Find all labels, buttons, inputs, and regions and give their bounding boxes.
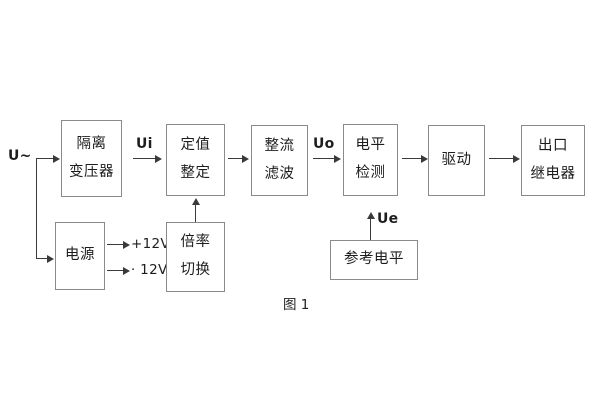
block-output-relay[interactable]: 出口 继电器 — [521, 125, 585, 196]
signal-label-supply-positive: +12V — [131, 236, 170, 252]
block-multiplier-switch-line-1: 倍率 — [180, 234, 211, 251]
signal-label-ue: Ue — [377, 211, 399, 227]
block-isolation-transformer[interactable]: 隔离 变压器 — [61, 120, 122, 197]
block-isolation-transformer-line-1: 隔离 — [76, 135, 107, 152]
arrow-power-supply-positive-rail — [123, 240, 130, 249]
block-setpoint-setting-line-2: 整定 — [180, 165, 211, 181]
arrow-transformer-to-setpoint — [155, 154, 162, 163]
block-output-relay-line-2: 继电器 — [530, 165, 576, 182]
signal-label-supply-negative: · 12V — [131, 262, 168, 278]
block-multiplier-switch-line-2: 切换 — [180, 262, 211, 278]
block-multiplier-switch[interactable]: 倍率 切换 — [166, 222, 225, 292]
block-setpoint-setting[interactable]: 定值 整定 — [166, 124, 225, 196]
block-output-relay-line-1: 出口 — [538, 137, 568, 154]
figure-caption: 图 1 — [283, 297, 310, 313]
block-isolation-transformer-line-2: 变压器 — [69, 163, 114, 180]
block-level-detection[interactable]: 电平 检测 — [343, 124, 398, 196]
block-reference-level[interactable]: 参考电平 — [330, 240, 418, 280]
wire-reference-level-to-level-detection — [370, 218, 372, 240]
block-level-detection-line-1: 电平 — [355, 137, 386, 154]
wire-rectifier-to-level-detection — [313, 158, 335, 160]
signal-label-uo: Uo — [313, 136, 335, 152]
wire-input-branch-vertical — [36, 158, 38, 258]
block-drive-line-1: 驱动 — [441, 151, 472, 168]
signal-label-ui: Ui — [136, 136, 153, 152]
wire-power-supply-negative-rail — [107, 270, 124, 272]
wire-power-supply-positive-rail — [107, 244, 124, 246]
block-power-supply-line-1: 电源 — [65, 247, 95, 264]
arrow-input-to-power-supply — [47, 254, 54, 263]
wire-multiplier-switch-to-setpoint — [195, 204, 197, 222]
arrow-power-supply-negative-rail — [123, 266, 130, 275]
arrow-multiplier-switch-to-setpoint — [191, 198, 200, 205]
block-rectifier-filter[interactable]: 整流 滤波 — [251, 125, 308, 196]
block-level-detection-line-2: 检测 — [355, 165, 386, 181]
arrow-setpoint-to-rectifier — [242, 154, 249, 163]
wire-level-detection-to-drive — [402, 158, 422, 160]
wire-drive-to-output-relay — [489, 158, 514, 160]
block-drive[interactable]: 驱动 — [428, 125, 485, 196]
arrow-input-to-transformer — [53, 154, 60, 163]
block-reference-level-line-1: 参考电平 — [344, 251, 404, 268]
arrow-reference-level-to-level-detection — [366, 212, 375, 219]
wire-setpoint-to-rectifier — [228, 158, 243, 160]
wire-transformer-to-setpoint — [133, 158, 156, 160]
wire-input-to-transformer — [36, 158, 54, 160]
block-power-supply[interactable]: 电源 — [55, 222, 105, 290]
arrow-drive-to-output-relay — [513, 154, 520, 163]
block-rectifier-filter-line-1: 整流 — [264, 137, 295, 154]
block-rectifier-filter-line-2: 滤波 — [264, 165, 295, 182]
block-setpoint-setting-line-1: 定值 — [180, 137, 211, 154]
arrow-rectifier-to-level-detection — [334, 154, 341, 163]
input-label-u-ac: U~ — [8, 148, 32, 164]
arrow-level-detection-to-drive — [421, 154, 428, 163]
wire-input-to-power-supply — [36, 258, 48, 260]
